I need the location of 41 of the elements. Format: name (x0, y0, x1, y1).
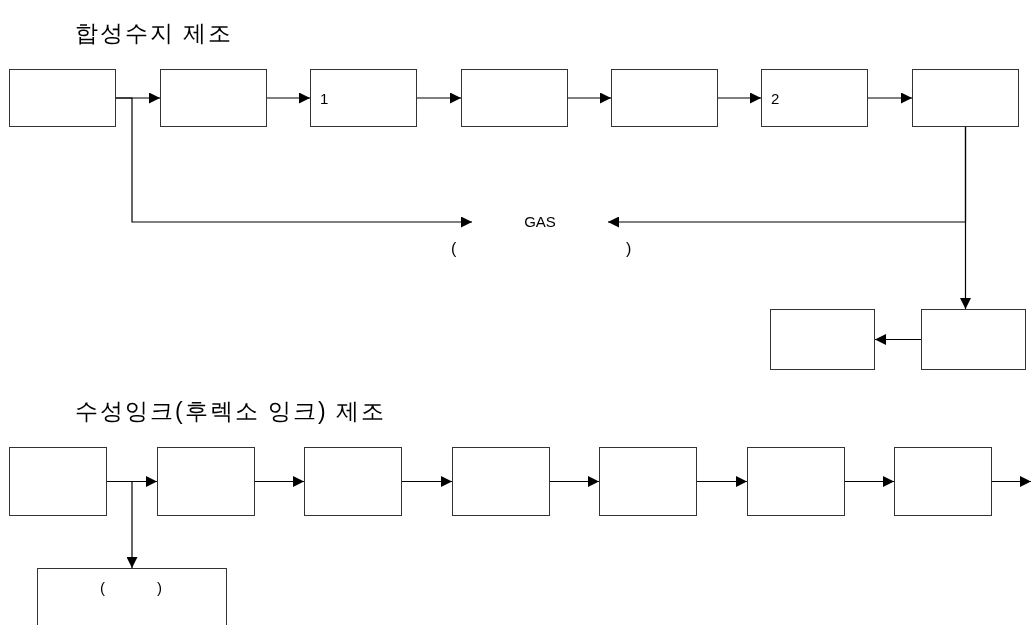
arrow (106, 480, 138, 569)
arrow (874, 334, 922, 345)
process-box (894, 447, 992, 516)
box-text: ( (100, 579, 105, 597)
arrow (266, 92, 311, 104)
arrow (960, 126, 971, 310)
process-box (599, 447, 697, 516)
box-text: 1 (320, 90, 329, 108)
process-box (310, 69, 417, 127)
process-box (304, 447, 402, 516)
bracket-text: ) (626, 240, 632, 258)
process-box (9, 69, 116, 127)
process-box (157, 447, 255, 516)
section-heading: 수성잉크(후렉소 잉크) 제조 (75, 397, 387, 426)
arrow (717, 92, 762, 104)
arrow (867, 92, 913, 104)
arrow (696, 476, 748, 487)
box-text: 2 (771, 90, 780, 108)
process-box (160, 69, 267, 127)
section-heading: 합성수지 제조 (75, 19, 234, 48)
process-box (611, 69, 718, 127)
arrow (991, 476, 1032, 487)
arrow (844, 476, 895, 487)
process-box (912, 69, 1019, 127)
process-box (461, 69, 568, 127)
process-box (747, 447, 845, 516)
box-text: ) (157, 579, 162, 597)
process-box (761, 69, 868, 127)
bracket-text: ( (451, 240, 457, 258)
process-box (37, 568, 227, 625)
process-box (770, 309, 875, 370)
arrow (401, 476, 453, 487)
arrow (567, 92, 612, 104)
stream-label: GAS (523, 213, 557, 231)
process-box (9, 447, 107, 516)
arrow (416, 92, 462, 104)
arrow (115, 97, 473, 228)
arrow (549, 476, 600, 487)
process-box (452, 447, 550, 516)
process-box (921, 309, 1026, 370)
arrow (254, 476, 305, 487)
